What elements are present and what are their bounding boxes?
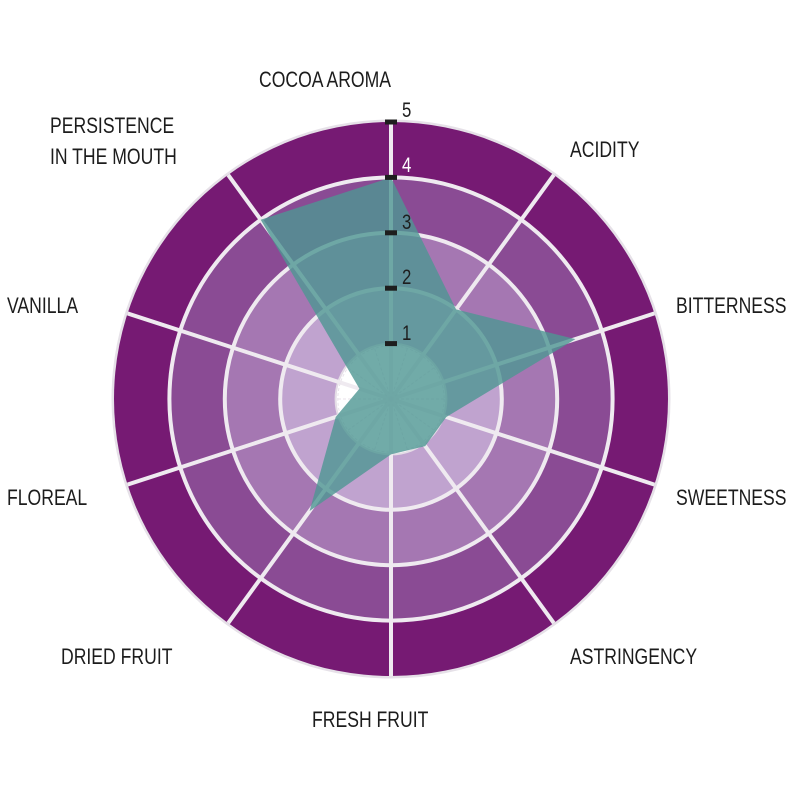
axis-label-persistence: PERSISTENCE IN THE MOUTH — [50, 113, 177, 169]
tick-mark-5 — [385, 119, 397, 125]
axis-label-vanilla: VANILLA — [7, 293, 79, 318]
tick-label-5: 5 — [402, 99, 412, 122]
axis-label-sweetness: SWEETNESS — [676, 485, 787, 510]
data-polygon — [260, 177, 576, 511]
spoke-line — [126, 311, 392, 401]
tick-label-1: 1 — [402, 322, 412, 345]
tick-label-3: 3 — [402, 211, 412, 234]
tick-mark-1 — [385, 341, 397, 347]
axis-label-bitterness: BITTERNESS — [676, 293, 787, 318]
tick-mark-2 — [385, 285, 397, 291]
tick-label-4: 4 — [402, 154, 412, 177]
tick-mark-4 — [385, 174, 397, 180]
axis-label-cocoa-aroma: COCOA AROMA — [259, 67, 392, 92]
axis-label-acidity: ACIDITY — [570, 137, 640, 162]
tick-mark-3 — [385, 230, 397, 236]
radial-tick-marks — [385, 119, 397, 347]
tick-label-2: 2 — [402, 266, 412, 289]
axis-label-fresh-fruit: FRESH FRUIT — [312, 707, 429, 732]
axis-label-dried-fruit: DRIED FRUIT — [61, 644, 173, 669]
axis-label-astringency: ASTRINGENCY — [570, 644, 698, 669]
axis-label-floreal: FLOREAL — [7, 485, 88, 510]
